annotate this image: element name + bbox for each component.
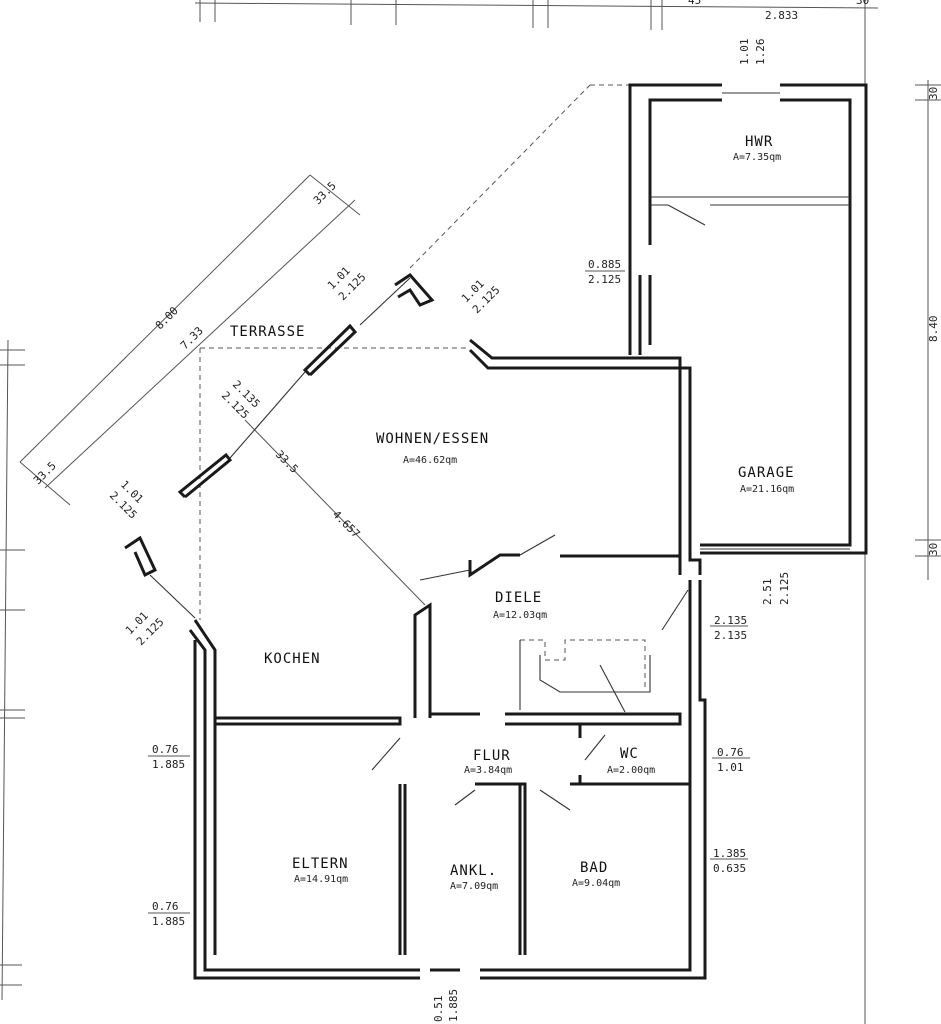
room-hwr-name: HWR [745, 134, 773, 150]
room-diele-area: A=12.03qm [493, 610, 547, 621]
house-walls [124, 273, 707, 980]
room-wc-name: WC [620, 746, 639, 762]
dim-diag-8: 8.00 [153, 304, 181, 332]
garage-walls [628, 83, 868, 555]
right-dimension-line [915, 80, 941, 580]
dim-top-30: 30 [856, 0, 869, 7]
room-garage-name: GARAGE [738, 465, 795, 481]
room-ankl-name: ANKL. [450, 863, 497, 879]
dim-wc-window-2: 1.01 [717, 761, 744, 774]
dim-bad-window-1: 1.385 [713, 847, 746, 860]
dim-ankl-window-1: 0.51 [432, 996, 445, 1023]
dim-right-30-bottom: 30 [927, 543, 940, 556]
room-terrasse-name: TERRASSE [230, 324, 305, 340]
dim-eltern-window-top-1: 0.76 [152, 743, 179, 756]
dim-hwr-door-2: 2.125 [588, 273, 621, 286]
left-dimension-line [0, 339, 25, 1001]
room-flur-area: A=3.84qm [464, 765, 512, 776]
room-ankl-area: A=7.09qm [450, 881, 498, 892]
dim-eltern-window-top-2: 1.885 [152, 758, 185, 771]
dim-garage-depth: 8.40 [927, 316, 940, 343]
dim-top-45: 45 [688, 0, 701, 7]
dim-inner-335: 33.5 [273, 448, 301, 476]
dim-inner-4657: 4.657 [330, 508, 363, 541]
room-wohnen-area: A=46.62qm [403, 455, 457, 466]
dim-top-2833: 2.833 [765, 9, 798, 22]
dim-diag-335-top: 33.5 [311, 179, 339, 207]
interior-walls [215, 534, 690, 955]
room-hwr-area: A=7.35qm [733, 152, 781, 163]
room-bad-area: A=9.04qm [572, 878, 620, 889]
room-wohnen-name: WOHNEN/ESSEN [376, 431, 489, 447]
dim-eltern-window-bottom-2: 1.885 [152, 915, 185, 928]
room-flur-name: FLUR [473, 748, 511, 764]
dim-garage-door-2: 2.125 [778, 572, 791, 605]
staircase [519, 639, 651, 713]
dim-bad-window-2: 0.635 [713, 862, 746, 875]
dim-right-30-top: 30 [927, 87, 940, 100]
room-wc-area: A=2.00qm [607, 765, 655, 776]
dim-diele-window-1: 2.135 [714, 614, 747, 627]
dim-ankl-window-2: 1.885 [447, 989, 460, 1022]
room-diele-name: DIELE [495, 590, 542, 606]
room-eltern-name: ELTERN [292, 856, 349, 872]
dim-hwr-door-1: 0.885 [588, 258, 621, 271]
room-kochen-name: KOCHEN [264, 651, 321, 667]
dim-garage-window-2: 1.26 [754, 39, 767, 66]
dim-wc-window-1: 0.76 [717, 746, 744, 759]
room-garage-area: A=21.16qm [740, 484, 794, 495]
room-bad-name: BAD [580, 860, 608, 876]
dim-garage-window-1: 1.01 [738, 39, 751, 66]
dim-garage-door-1: 2.51 [761, 579, 774, 606]
dim-diele-window-2: 2.135 [714, 629, 747, 642]
dim-eltern-window-bottom-1: 0.76 [152, 900, 179, 913]
room-eltern-area: A=14.91qm [294, 874, 348, 885]
